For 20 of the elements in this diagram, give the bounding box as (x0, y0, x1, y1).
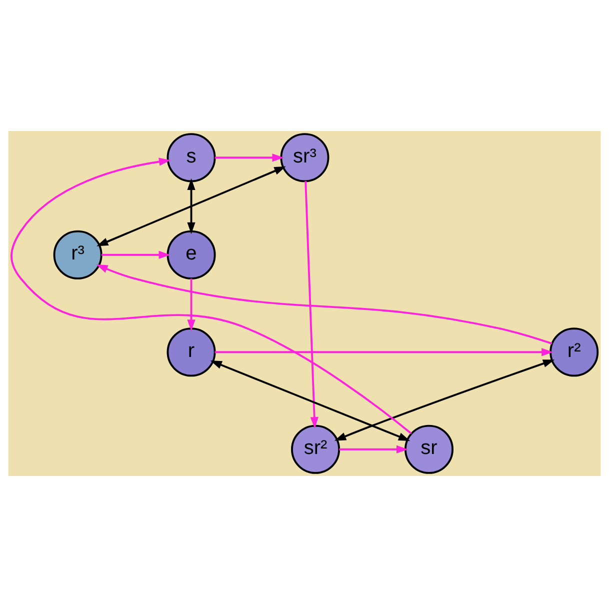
arrow (339, 445, 408, 454)
arrow (187, 178, 196, 234)
node-circle: sr³ (280, 133, 330, 182)
arrow (214, 348, 554, 356)
node-circle: r³ (53, 230, 102, 280)
arrow (187, 278, 196, 332)
arrow (304, 181, 318, 429)
arrow (334, 360, 555, 441)
node-circle: sr (404, 424, 454, 474)
arrow (96, 264, 552, 344)
node-circle: r² (550, 328, 599, 377)
arrow (210, 360, 410, 441)
arrow (96, 166, 286, 246)
node-circle: s (166, 133, 216, 182)
node-circle: r (166, 328, 216, 377)
arrow (214, 154, 284, 162)
arrow (10, 158, 412, 434)
arrow (102, 250, 170, 259)
node-circle: e (166, 230, 216, 280)
node-circle: sr² (291, 424, 340, 474)
